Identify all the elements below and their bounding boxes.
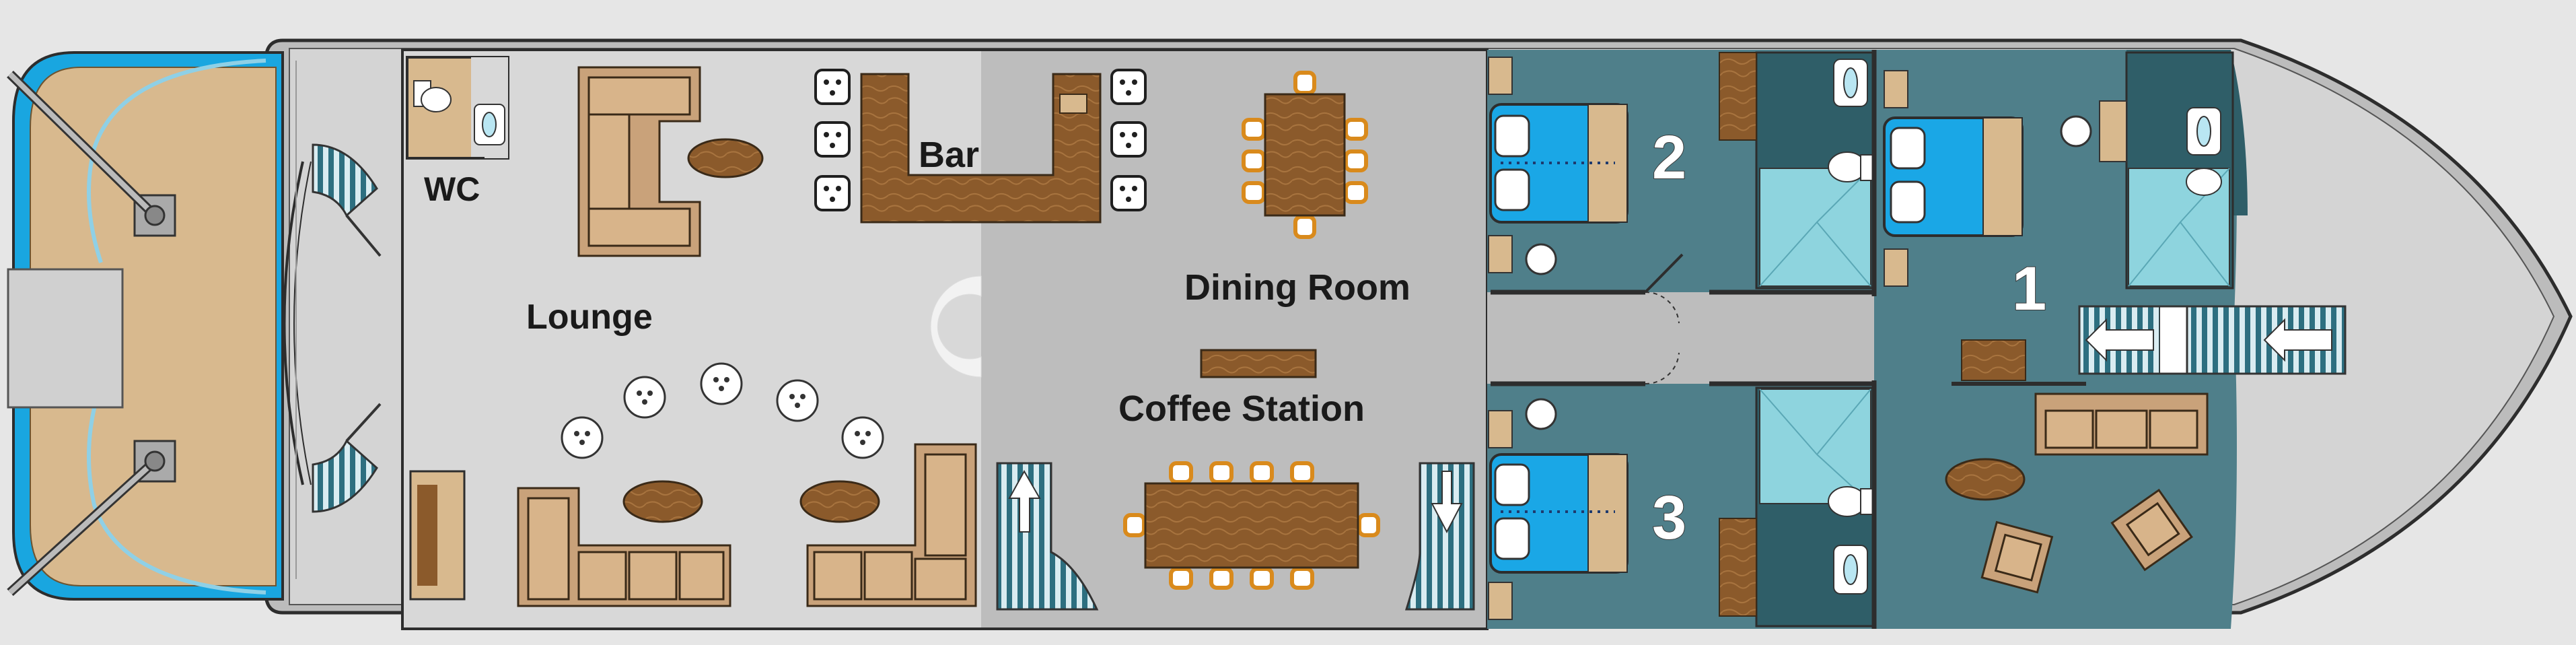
bar-counter: Bar (860, 73, 1102, 224)
toilet-icon (413, 80, 452, 112)
lounge-label: Lounge (526, 298, 653, 337)
toilet-icon (1828, 486, 1873, 517)
arrow-icon (1008, 469, 1041, 533)
arrow-icon (2085, 318, 2154, 362)
table-icon (799, 480, 880, 523)
toilet-icon (2186, 168, 2222, 196)
cabin-2-number: 2 (1652, 123, 1686, 192)
coffee-counter (1200, 349, 1317, 378)
mast-column (930, 275, 982, 378)
cabin-2-interior: 2 (1488, 51, 1875, 295)
sofa-icon (806, 443, 977, 607)
dining-table (1123, 461, 1380, 590)
cabin-3-number: 3 (1652, 483, 1686, 552)
coffee-station-label: Coffee Station (1118, 388, 1365, 429)
arrow-icon (2263, 318, 2332, 362)
staircase-icon (996, 462, 1475, 611)
bar-label: Bar (919, 135, 979, 175)
stool-icon (1525, 243, 1557, 275)
wc-label: WC (424, 170, 480, 208)
stool-icon (1525, 398, 1557, 430)
cabin-1-number: 1 (2012, 254, 2046, 323)
sink-icon (2186, 107, 2221, 156)
cabinet-top (417, 485, 437, 586)
arrow-icon (1431, 471, 1463, 534)
table-icon (1945, 458, 2026, 501)
stool-icon (2060, 115, 2092, 147)
desk (1961, 339, 2026, 381)
dining-room-label: Dining Room (1184, 267, 1410, 308)
anchor-winch-icon (7, 440, 176, 597)
double-bed-icon (1489, 103, 1629, 224)
cabin-3-interior: 3 (1488, 381, 1875, 627)
cabin-1-interior: 1 (1871, 50, 2234, 629)
double-bed-icon (1489, 453, 1629, 574)
staircase-icon (2078, 305, 2347, 375)
forward-entry (283, 61, 312, 579)
sink-icon (1833, 59, 1868, 107)
stool-icon (814, 69, 1147, 211)
staircase-icon (312, 143, 382, 513)
wc-room: WC (406, 56, 509, 208)
sofa-icon (2034, 393, 2209, 456)
anchor-winch-icon (7, 70, 176, 237)
sofa-icon (517, 487, 731, 607)
table-icon (687, 138, 764, 178)
double-bed-icon (1883, 116, 2024, 237)
sofa-icon (577, 66, 701, 257)
table-icon (622, 480, 703, 523)
dining-table (1242, 71, 1368, 239)
hatch (7, 268, 124, 409)
corridor (1487, 292, 1874, 384)
armchair-icon (1980, 488, 2193, 594)
sink-icon (1833, 545, 1868, 595)
shower-icon (1759, 388, 1871, 504)
shower-icon (1759, 168, 1871, 287)
stool-icon (561, 362, 884, 459)
sink-icon (474, 104, 505, 145)
bow-deck (7, 51, 284, 601)
toilet-icon (1828, 151, 1873, 182)
